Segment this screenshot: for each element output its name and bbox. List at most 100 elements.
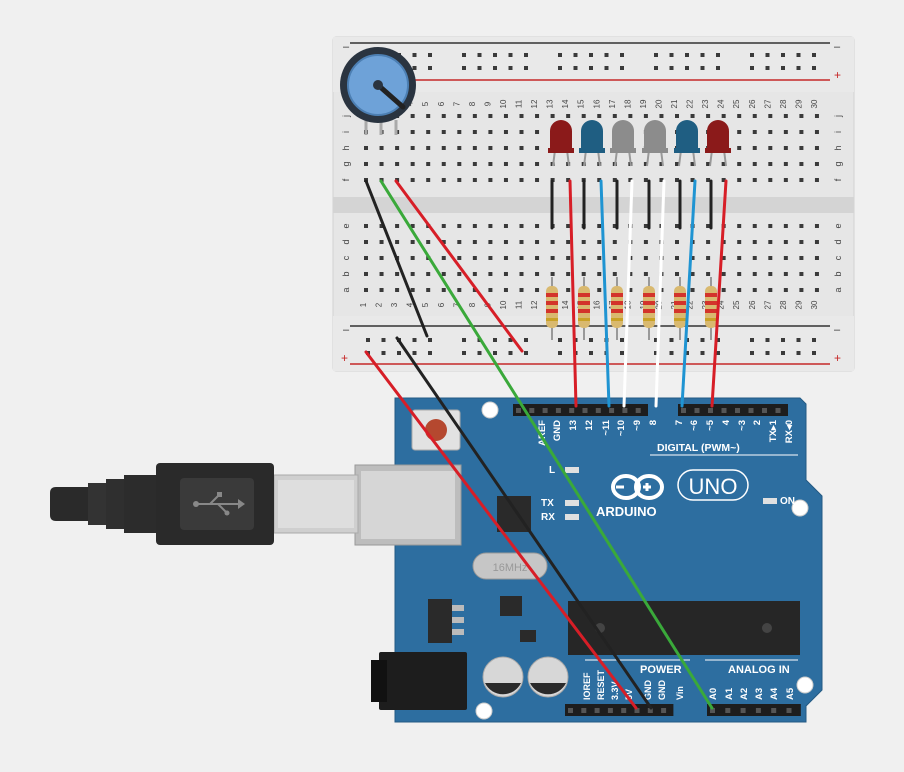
rail-hole [796, 351, 801, 355]
small-chip [500, 596, 522, 616]
hole [488, 240, 493, 244]
hole [768, 146, 773, 150]
row-label: a [833, 287, 843, 292]
header-pin[interactable] [647, 708, 653, 713]
header-pin[interactable] [708, 408, 713, 413]
resistor [578, 277, 590, 340]
rail-hole [685, 351, 689, 355]
column-label: 23 [701, 99, 710, 108]
header-pin[interactable] [595, 408, 601, 413]
hole [628, 288, 633, 292]
digital-pin-label: ~11 [601, 419, 612, 435]
hole [441, 288, 446, 292]
led-red-2[interactable] [705, 120, 731, 167]
header-pin[interactable] [786, 708, 792, 713]
hole [690, 178, 695, 182]
header-pin[interactable] [594, 708, 600, 713]
rail-hole [558, 351, 562, 355]
row-label: e [341, 223, 351, 228]
capacitor-2 [527, 656, 569, 698]
hole [457, 224, 462, 228]
led-gray-1[interactable] [610, 120, 636, 167]
digital-pin-label: ~10 [616, 420, 627, 436]
l-label: L [549, 465, 555, 476]
header-pin[interactable] [609, 408, 615, 413]
header-pin[interactable] [529, 408, 535, 413]
rail-hole [524, 351, 528, 355]
column-label: 6 [437, 302, 446, 307]
hole [457, 114, 462, 118]
hole [768, 240, 773, 244]
hole [457, 288, 462, 292]
rail-hole [750, 351, 754, 355]
header-pin[interactable] [607, 708, 613, 713]
header-pin[interactable] [721, 408, 727, 413]
hole [783, 178, 788, 182]
hole [426, 146, 431, 150]
column-label: 10 [499, 300, 508, 309]
hole [597, 272, 602, 276]
header-pin[interactable] [582, 408, 588, 413]
header-pin[interactable] [771, 708, 777, 713]
column-label: 27 [763, 300, 772, 309]
hole [550, 114, 555, 118]
hole [364, 272, 368, 276]
header-pin[interactable] [681, 408, 686, 413]
header-pin[interactable] [762, 408, 767, 413]
led-blue-1[interactable] [579, 120, 605, 167]
hole [395, 146, 400, 150]
hole [395, 288, 400, 292]
atmega-chip [568, 601, 800, 655]
hole [441, 224, 446, 228]
header-pin[interactable] [694, 408, 700, 413]
header-pin[interactable] [569, 408, 575, 413]
led-blue-2[interactable] [674, 120, 700, 167]
hole [519, 162, 524, 166]
potentiometer[interactable] [340, 47, 416, 135]
header-pin[interactable] [621, 708, 627, 713]
rail-hole [524, 338, 528, 342]
header-pin[interactable] [710, 708, 715, 713]
header-pin[interactable] [725, 708, 731, 713]
hole [612, 240, 617, 244]
header-pin[interactable] [661, 708, 667, 713]
header-pin[interactable] [622, 408, 628, 413]
header-pin[interactable] [775, 408, 781, 413]
header-pin[interactable] [542, 408, 548, 413]
hole [690, 114, 695, 118]
hole [690, 288, 695, 292]
rail-hole [462, 351, 466, 355]
column-label: 3 [390, 302, 399, 307]
led-red-1[interactable] [548, 120, 574, 167]
header-pin[interactable] [516, 408, 521, 413]
rail-hole [654, 338, 658, 342]
column-label: 20 [654, 99, 663, 108]
header-pin[interactable] [568, 708, 573, 713]
header-pin[interactable] [748, 408, 754, 413]
header-pin[interactable] [555, 408, 561, 413]
hole [783, 224, 788, 228]
column-label: 22 [686, 99, 695, 108]
rail-hole [750, 66, 754, 70]
row-label: b [341, 271, 351, 276]
led-wire-pin10 [622, 179, 634, 408]
hole [597, 224, 602, 228]
header-pin[interactable] [581, 708, 587, 713]
analog-pin-label: A5 [785, 687, 796, 700]
rail-hole [654, 351, 658, 355]
header-pin[interactable] [635, 408, 641, 413]
analog-pin-label: A1 [724, 687, 735, 700]
hole [488, 272, 493, 276]
row-label: c [341, 255, 351, 260]
header-pin[interactable] [740, 708, 746, 713]
header-pin[interactable] [634, 708, 640, 713]
hole [783, 130, 788, 134]
header-pin[interactable] [735, 408, 740, 413]
header-pin[interactable] [755, 708, 761, 713]
led-wire-pin6 [680, 179, 697, 408]
hole [737, 256, 742, 260]
column-label: 19 [639, 99, 648, 108]
hole [364, 240, 368, 244]
led-gray-2[interactable] [642, 120, 668, 167]
on-label: ON [780, 496, 795, 507]
